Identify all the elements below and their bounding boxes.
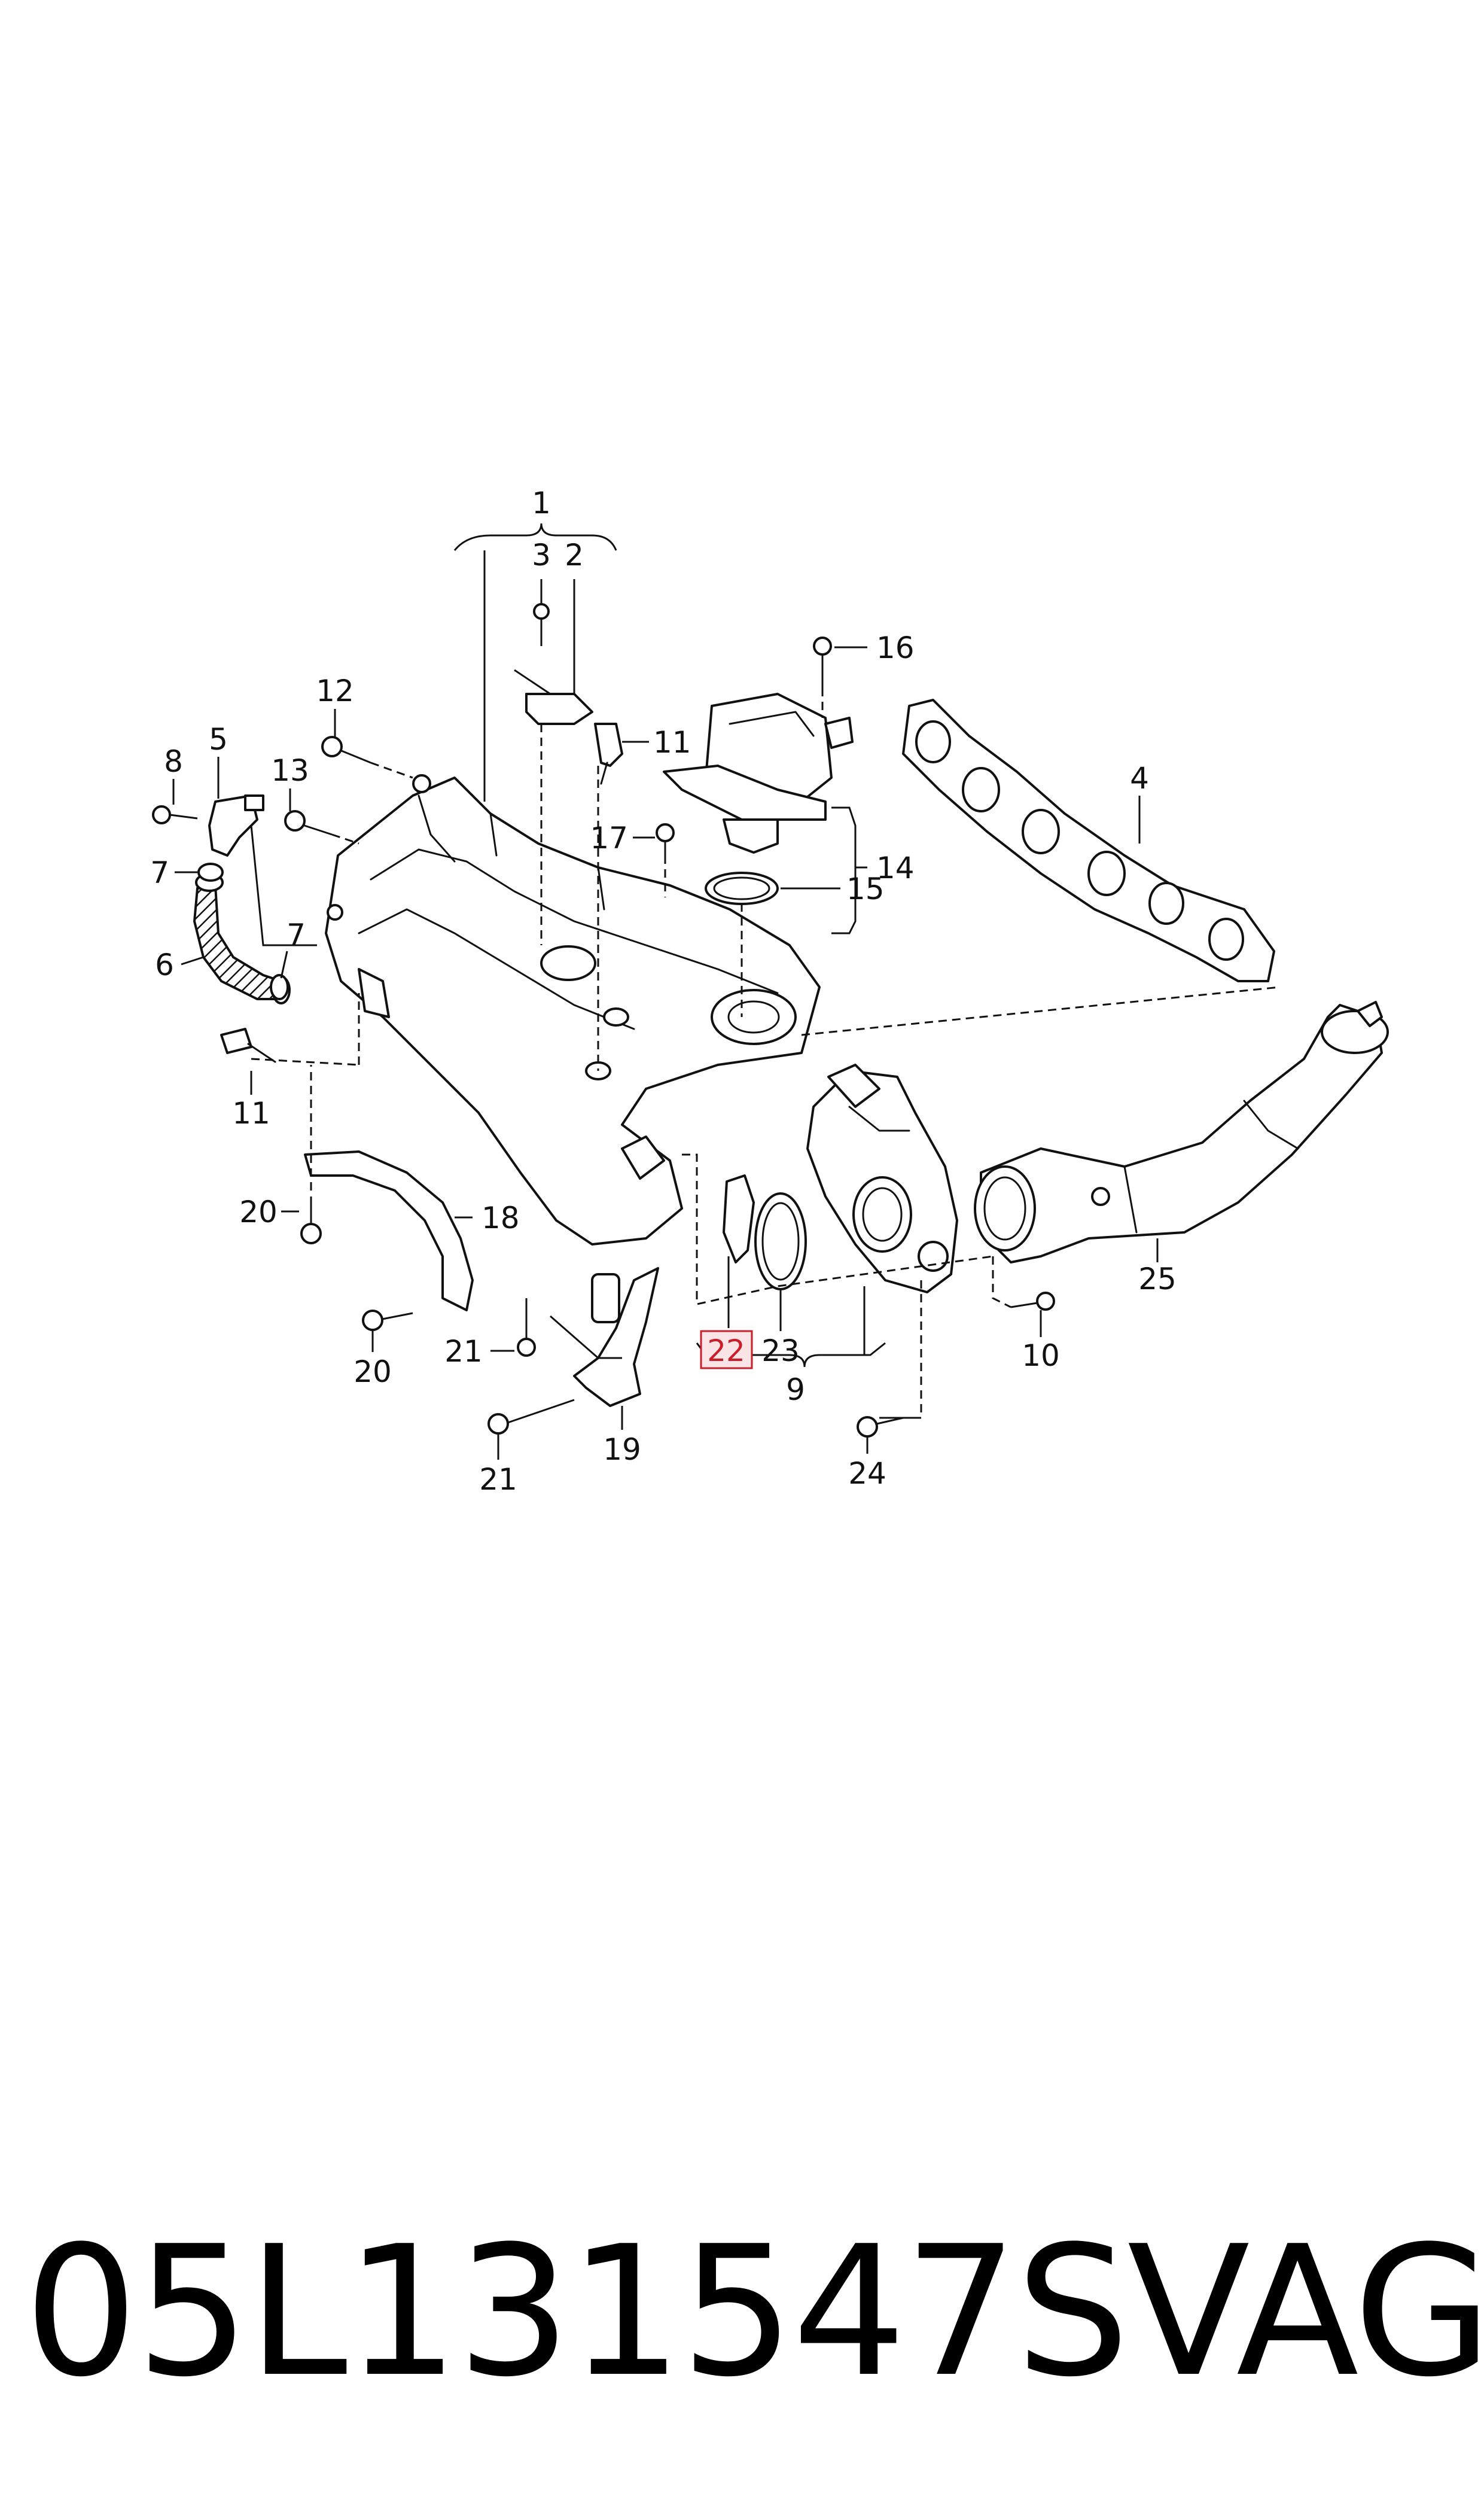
temperature-sensor-upper <box>594 723 623 785</box>
callout-25: 25 <box>1138 1262 1177 1296</box>
bolt-10 <box>1010 1292 1055 1311</box>
bolt-20a <box>300 1196 322 1244</box>
bolt-8 <box>152 805 198 824</box>
bolt-3 <box>533 603 550 646</box>
callout-21-lower: 21 <box>479 1462 517 1497</box>
gasket-22-23 <box>723 1174 807 1290</box>
flange-2 <box>514 669 593 725</box>
callout-21-upper: 21 <box>444 1334 483 1369</box>
bolt-12 <box>321 736 371 764</box>
stud-17 <box>656 823 675 855</box>
callout-10: 10 <box>1022 1338 1060 1373</box>
clamp-7b <box>270 974 289 1000</box>
callout-labels: 1 2 3 16 4 12 11 8 5 13 17 14 7 15 7 6 1… <box>150 486 1177 1497</box>
bolt-16 <box>813 637 832 688</box>
callout-18: 18 <box>482 1201 520 1235</box>
exhaust-manifold-gasket <box>902 699 1275 982</box>
callout-20-lower: 20 <box>354 1354 392 1389</box>
callout-20-upper: 20 <box>239 1195 278 1229</box>
part-number-footer: 05L131547S VAG <box>24 2208 1484 2416</box>
clamp-7a <box>197 863 224 882</box>
callout-19: 19 <box>603 1432 641 1467</box>
callout-22: 22 <box>707 1333 745 1368</box>
callout-14: 14 <box>876 851 915 885</box>
part-number: 05L131547S <box>24 2208 1130 2416</box>
leader-lines <box>172 523 1281 1460</box>
callout-6: 6 <box>155 948 174 982</box>
bolt-21a <box>517 1298 536 1357</box>
throttle-body <box>806 1064 958 1293</box>
brand-name: VAG <box>1127 2208 1484 2416</box>
bolt-13 <box>284 810 333 836</box>
bolt-21b <box>487 1399 575 1435</box>
support-bracket <box>573 1267 659 1407</box>
callout-23: 23 <box>761 1333 800 1368</box>
intake-manifold <box>325 774 821 1246</box>
callout-15: 15 <box>846 872 885 906</box>
callout-13: 13 <box>271 753 309 788</box>
callout-16: 16 <box>876 631 915 665</box>
temperature-sensor-lower <box>220 1028 276 1063</box>
callout-4: 4 <box>1130 761 1149 796</box>
callout-12: 12 <box>316 674 354 708</box>
callout-24: 24 <box>848 1456 886 1491</box>
callout-17: 17 <box>590 821 628 855</box>
callout-5: 5 <box>209 722 228 757</box>
callout-7-lower: 7 <box>287 918 306 952</box>
callout-2: 2 <box>565 538 584 573</box>
callout-3: 3 <box>532 538 551 573</box>
pressure-sensor <box>208 794 264 857</box>
bolt-20b <box>362 1310 413 1331</box>
callout-11-upper: 11 <box>653 725 691 760</box>
callout-1: 1 <box>532 486 551 520</box>
callout-11-lower: 11 <box>232 1096 270 1131</box>
callout-7-upper: 7 <box>150 855 169 890</box>
bolt-24 <box>857 1416 904 1438</box>
intake-pipe <box>974 1001 1389 1263</box>
heat-shield-bracket <box>304 1150 474 1311</box>
callout-9: 9 <box>786 1372 805 1407</box>
egr-valve-actuator <box>663 693 854 905</box>
callout-22-highlight-box <box>700 1330 753 1369</box>
callout-8: 8 <box>164 744 183 779</box>
